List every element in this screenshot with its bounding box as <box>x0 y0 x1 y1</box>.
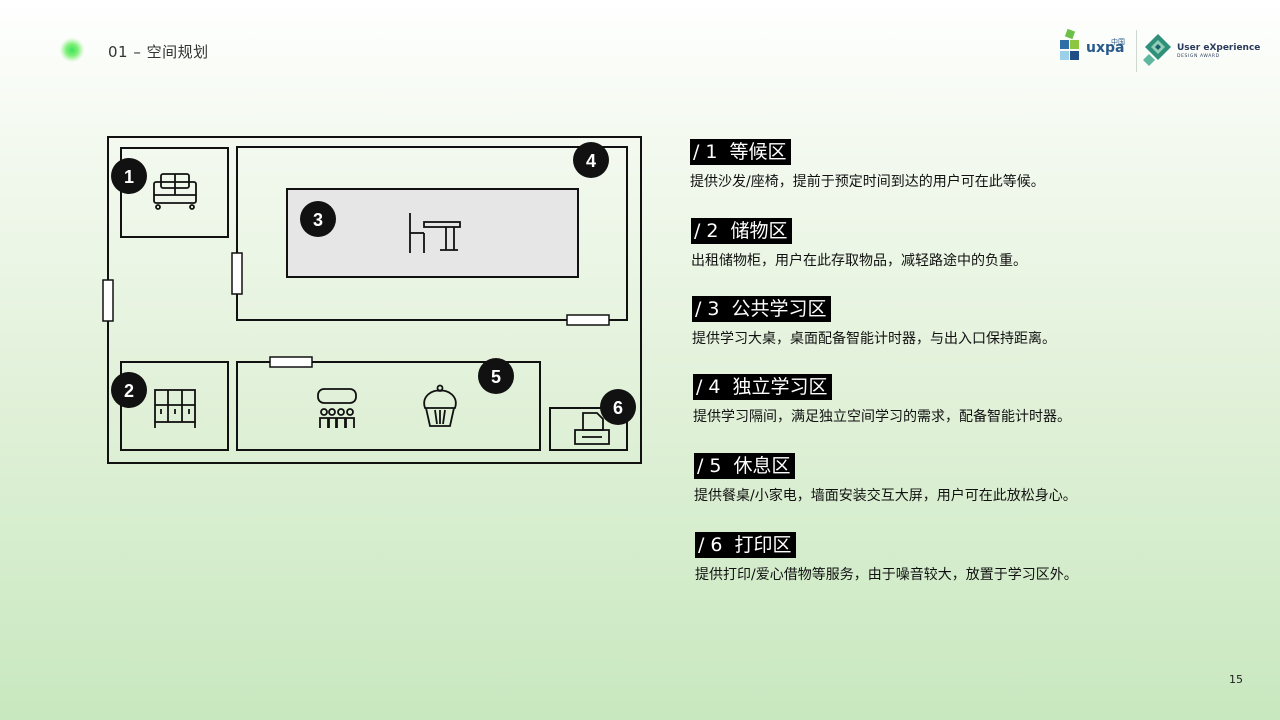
room-print <box>549 407 628 451</box>
svg-text:6: 6 <box>613 398 623 418</box>
legend-description: 提供沙发/座椅，提前于预定时间到达的用户可在此等候。 <box>690 174 1045 190</box>
uxpa-logo-text: uxpa <box>1086 40 1125 56</box>
page-number: 15 <box>1229 673 1243 686</box>
ux-award-logo <box>1143 34 1171 66</box>
logo-divider <box>1136 30 1137 72</box>
legend-number: 3 <box>707 298 720 320</box>
public-study-table <box>286 188 579 278</box>
door-entrance <box>102 279 114 322</box>
room-waiting <box>120 147 229 238</box>
room-independent-study <box>236 146 628 321</box>
locker-icon <box>154 389 196 428</box>
door-lounge <box>269 356 313 368</box>
legend-description: 提供学习大桌，桌面配备智能计时器，与出入口保持距离。 <box>692 331 1056 347</box>
legend-number: 6 <box>710 534 723 556</box>
svg-text:5: 5 <box>491 367 501 387</box>
uxpa-logo-cn: 中国 <box>1111 38 1125 46</box>
zone-badge-5: 5 <box>478 358 514 394</box>
legend-description: 提供餐桌/小家电，墙面安装交互大屏，用户可在此放松身心。 <box>694 488 1077 504</box>
legend-title: 独立学习区 <box>732 376 828 398</box>
dining-table-icon <box>317 388 357 428</box>
svg-text:2: 2 <box>124 381 134 401</box>
uxpa-logo <box>1060 28 1079 60</box>
desk-chair-icon <box>409 213 461 253</box>
award-title: User eXperience <box>1177 43 1261 53</box>
door-independent-study-south <box>566 314 610 326</box>
zone-badge-3: 3 <box>300 201 336 237</box>
zone-badge-4: 4 <box>573 142 609 178</box>
svg-text:3: 3 <box>313 210 323 230</box>
legend-number: 4 <box>708 376 721 398</box>
legend-description: 提供学习隔间，满足独立空间学习的需求，配备智能计时器。 <box>693 409 1071 425</box>
printer-icon <box>574 412 610 445</box>
legend-number: 5 <box>709 455 722 477</box>
legend-title: 休息区 <box>733 455 791 477</box>
door-independent-study <box>231 252 243 295</box>
outer-wall <box>107 136 642 464</box>
zone-badge-2: 2 <box>111 372 147 408</box>
cupcake-icon <box>423 384 457 427</box>
legend-title: 储物区 <box>730 220 788 242</box>
zone-badge-1: 1 <box>111 158 147 194</box>
zone-badge-6: 6 <box>600 389 636 425</box>
sofa-icon <box>153 173 197 210</box>
legend-number: 1 <box>705 141 718 163</box>
award-subtitle: DESIGN AWARD <box>1177 54 1220 59</box>
legend-title: 公共学习区 <box>731 298 827 320</box>
legend-description: 出租储物柜，用户在此存取物品，减轻路途中的负重。 <box>691 253 1027 269</box>
legend-title: 等候区 <box>729 141 787 163</box>
svg-text:4: 4 <box>586 151 596 171</box>
room-lounge <box>236 361 541 451</box>
svg-text:1: 1 <box>124 167 134 187</box>
legend-description: 提供打印/爱心借物等服务，由于噪音较大，放置于学习区外。 <box>695 567 1078 583</box>
section-title: 01 – 空间规划 <box>108 43 209 61</box>
legend-title: 打印区 <box>734 534 792 556</box>
legend-number: 2 <box>706 220 719 242</box>
floor-plan: 1 2 3 4 5 6 <box>102 136 642 464</box>
section-indicator-dot <box>60 38 84 62</box>
